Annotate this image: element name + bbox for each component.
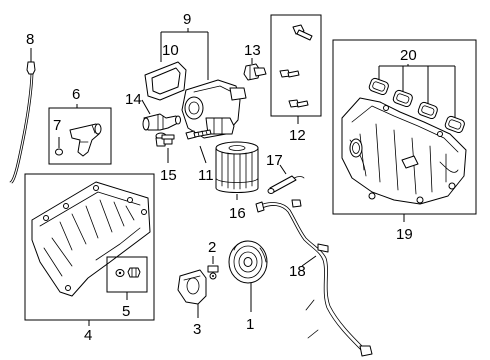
callout-13: 13	[244, 42, 261, 59]
callout-17: 17	[266, 152, 283, 169]
oil-pump-pickup-icon	[69, 123, 102, 157]
pickup-box	[48, 104, 112, 165]
fastener-box	[270, 14, 322, 124]
oil-filter-icon	[215, 141, 259, 193]
callout-20: 20	[400, 47, 417, 64]
callout-16: 16	[229, 205, 246, 222]
wiring-harness-icon	[255, 199, 373, 357]
callout-3: 3	[193, 321, 201, 338]
callout-4: 4	[84, 327, 92, 344]
fastener-set-icon	[279, 24, 313, 108]
drain-plug-icon	[115, 267, 141, 278]
sensor-icon	[267, 175, 305, 194]
drain-plug-box	[106, 256, 148, 300]
intake-manifold-icon	[341, 97, 467, 205]
bolt-icon	[185, 129, 212, 140]
bolt-icon	[207, 265, 219, 280]
callout-8: 8	[26, 31, 34, 48]
dipstick-icon	[9, 48, 36, 184]
manifold-gasket-icon	[368, 77, 465, 134]
callout-7: 7	[53, 117, 61, 134]
gasket-icon	[55, 137, 63, 156]
callout-10: 10	[162, 42, 179, 59]
adapter-gasket-icon	[144, 61, 187, 101]
oil-filter-adapter-icon	[181, 79, 247, 139]
callout-5: 5	[122, 303, 130, 320]
oil-pan-icon	[31, 181, 151, 297]
callout-15: 15	[160, 167, 177, 184]
callout-1: 1	[246, 316, 254, 333]
bolt-icon	[161, 134, 175, 145]
cover-icon	[177, 269, 207, 305]
callout-20-bracket	[378, 64, 456, 118]
oil-pan-box	[24, 173, 155, 326]
manifold-box	[332, 39, 477, 222]
callout-9: 9	[183, 11, 191, 28]
crankshaft-pulley-icon	[228, 240, 268, 284]
callout-2: 2	[208, 239, 216, 256]
callout-9-bracket	[160, 28, 209, 80]
oil-pressure-sender-icon	[243, 63, 267, 81]
callout-11: 11	[198, 167, 214, 184]
callout-6: 6	[72, 86, 80, 103]
callout-18: 18	[289, 263, 306, 280]
callout-19: 19	[396, 226, 413, 243]
callout-12: 12	[289, 127, 306, 144]
fitting-icon	[142, 113, 181, 147]
callout-14: 14	[125, 91, 142, 108]
